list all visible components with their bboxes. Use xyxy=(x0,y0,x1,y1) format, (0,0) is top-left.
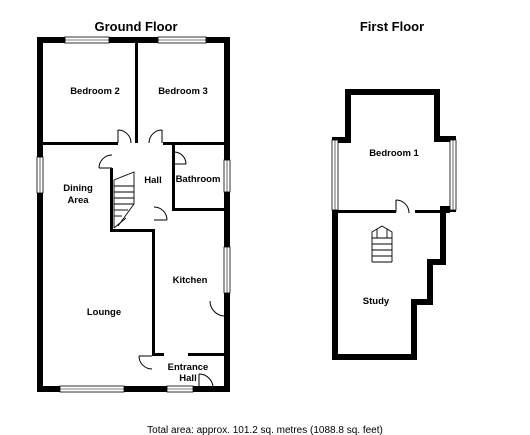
entrance-north-wall-b xyxy=(188,353,224,356)
bedroom-2-south-wall xyxy=(43,142,118,145)
bathroom-south-wall xyxy=(172,208,224,211)
bedroom-1-label: Bedroom 1 xyxy=(369,148,419,159)
dining-area-label-line1: Dining xyxy=(63,183,93,194)
bedroom-3-label: Bedroom 3 xyxy=(158,86,208,97)
ground-north-wall xyxy=(37,37,230,43)
front-door xyxy=(198,373,214,389)
ground-staircase xyxy=(113,171,135,229)
kitchen-label: Kitchen xyxy=(173,275,208,286)
stair-west-wall xyxy=(110,168,113,232)
stair-cupboard-door xyxy=(98,154,113,169)
bathroom-label: Bathroom xyxy=(176,174,221,185)
stair-south-wall xyxy=(110,229,154,232)
bedroom-1-door xyxy=(395,199,410,214)
kitchen-west-wall xyxy=(152,229,155,356)
ground-floor-plan xyxy=(36,36,231,393)
bedroom-1-south-wall-b xyxy=(415,210,450,213)
first-staircase xyxy=(371,225,393,263)
bedroom-3-south-wall xyxy=(163,142,224,145)
bedroom-2-label: Bedroom 2 xyxy=(70,86,120,97)
bedroom-1-south-wall-a xyxy=(338,210,396,213)
bedroom-3-door xyxy=(148,129,163,144)
lounge-label: Lounge xyxy=(87,307,121,318)
bathroom-door xyxy=(173,151,187,165)
total-area-text: Total area: approx. 101.2 sq. metres (10… xyxy=(147,425,383,435)
entrance-north-wall-a xyxy=(152,353,164,356)
first-floor-plan xyxy=(331,89,457,360)
first-floor-title: First Floor xyxy=(360,19,424,34)
entrance-hall-label-line2: Hall xyxy=(179,373,196,384)
ground-floor-title: Ground Floor xyxy=(94,19,177,34)
kitchen-door xyxy=(153,206,168,221)
dining-area-label-line2: Area xyxy=(67,195,89,206)
kitchen-rear-door xyxy=(209,300,226,317)
bedroom-2-door xyxy=(117,129,132,144)
ground-east-wall xyxy=(224,37,230,392)
study-label: Study xyxy=(363,296,390,307)
ground-south-wall xyxy=(37,386,230,392)
ground-west-wall xyxy=(37,37,43,392)
hall-label: Hall xyxy=(144,175,161,186)
bedroom-divider-wall xyxy=(135,43,138,143)
entrance-inner-door xyxy=(138,355,153,370)
first-floor-outline xyxy=(332,89,456,360)
entrance-hall-label-line1: Entrance xyxy=(168,362,209,373)
bathroom-west-wall xyxy=(172,145,175,211)
